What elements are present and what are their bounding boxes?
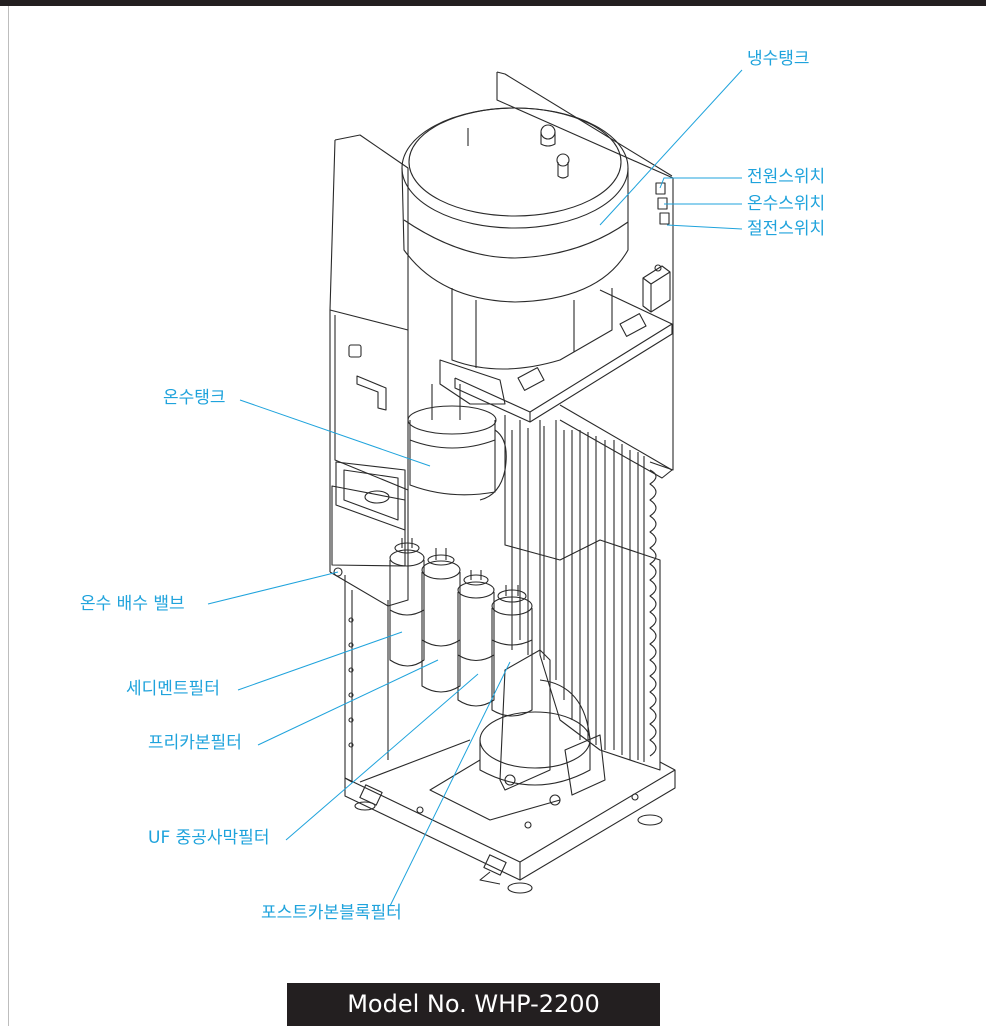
leader-cold-tank xyxy=(599,69,743,226)
uf-filter-body xyxy=(457,570,495,707)
left-border xyxy=(8,6,9,1026)
label-pre-carbon-filter: 프리카본필터 xyxy=(148,733,242,753)
leader-hot-tank xyxy=(239,399,431,467)
label-hot-drain-valve: 온수 배수 밸브 xyxy=(80,594,185,614)
leader-post-carbon-filter xyxy=(389,661,511,907)
cold-tank xyxy=(401,107,629,370)
base-plate xyxy=(344,739,676,894)
condenser xyxy=(504,415,661,771)
post-carbon-filter-body xyxy=(491,585,533,717)
back-panel xyxy=(496,72,674,471)
label-uf-filter: UF 중공사막필터 xyxy=(148,828,270,848)
leader-hot-drain-valve xyxy=(207,571,339,605)
leader-power-switch xyxy=(659,177,742,189)
label-sediment-filter: 세디멘트필터 xyxy=(126,679,220,699)
label-hot-water-switch: 온수스위치 xyxy=(747,194,826,214)
pre-carbon-filter-body xyxy=(421,548,461,693)
leader-power-saving-switch xyxy=(666,224,743,230)
side-frame xyxy=(333,567,389,783)
label-post-carbon-filter: 포스트카본블록필터 xyxy=(261,903,402,923)
leader-uf-filter xyxy=(285,673,479,841)
appliance-line-art xyxy=(329,71,676,894)
top-border xyxy=(0,0,986,6)
filters xyxy=(389,538,533,717)
leader-pre-carbon-filter xyxy=(257,659,439,746)
model-number-bar: Model No. WHP-2200 xyxy=(287,983,660,1026)
label-power-saving-switch: 절전스위치 xyxy=(747,219,826,239)
tank-support-frame xyxy=(454,289,673,423)
label-cold-tank: 냉수탱크 xyxy=(747,49,810,69)
compressor xyxy=(479,649,606,806)
leader-sediment-filter xyxy=(237,631,403,691)
hot-tank xyxy=(407,359,507,501)
sediment-filter-body xyxy=(389,538,425,667)
callout-leaders xyxy=(207,69,743,907)
label-power-switch: 전원스위치 xyxy=(747,167,826,187)
front-housing xyxy=(329,134,409,607)
thermostat xyxy=(642,264,671,313)
label-hot-tank: 온수탱크 xyxy=(163,388,226,408)
